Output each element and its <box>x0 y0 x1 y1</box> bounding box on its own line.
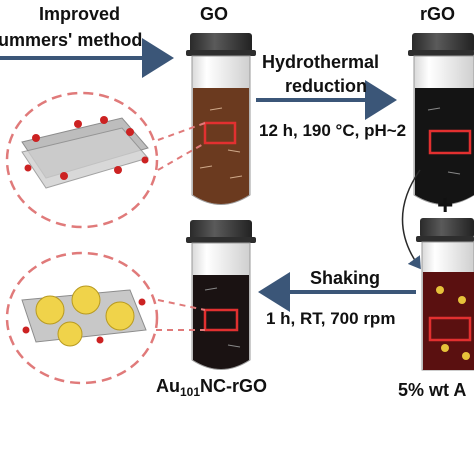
curved-connector-arrow <box>401 169 421 270</box>
composite-label-subscript: 101 <box>180 385 200 399</box>
plus-sign: + <box>437 189 453 220</box>
shaking-label: Shaking <box>310 268 380 288</box>
go-label: GO <box>200 4 228 24</box>
au-cluster-vial <box>416 218 474 371</box>
shaking-conditions: 1 h, RT, 700 rpm <box>266 309 395 328</box>
hydrothermal-label-line1: Hydrothermal <box>262 52 379 72</box>
method-label-line1: Improved <box>39 4 120 24</box>
au-cluster-label: 5% wt A <box>398 380 466 400</box>
rgo-vial <box>408 33 474 205</box>
go-sheet-zoom <box>5 91 206 229</box>
composite-label: Au101NC-rGO <box>156 376 267 399</box>
rgo-label: rGO <box>420 4 455 24</box>
hydrothermal-conditions: 12 h, 190 °C, pH~2 <box>259 121 406 140</box>
composite-label-prefix: Au <box>156 376 180 396</box>
composite-vial <box>186 220 256 370</box>
go-vial <box>186 33 256 205</box>
hydrothermal-label-line2: reduction <box>285 76 367 96</box>
composite-label-suffix: NC-rGO <box>200 376 267 396</box>
method-label-line2: ummers' method <box>0 30 142 50</box>
composite-zoom <box>5 251 206 385</box>
